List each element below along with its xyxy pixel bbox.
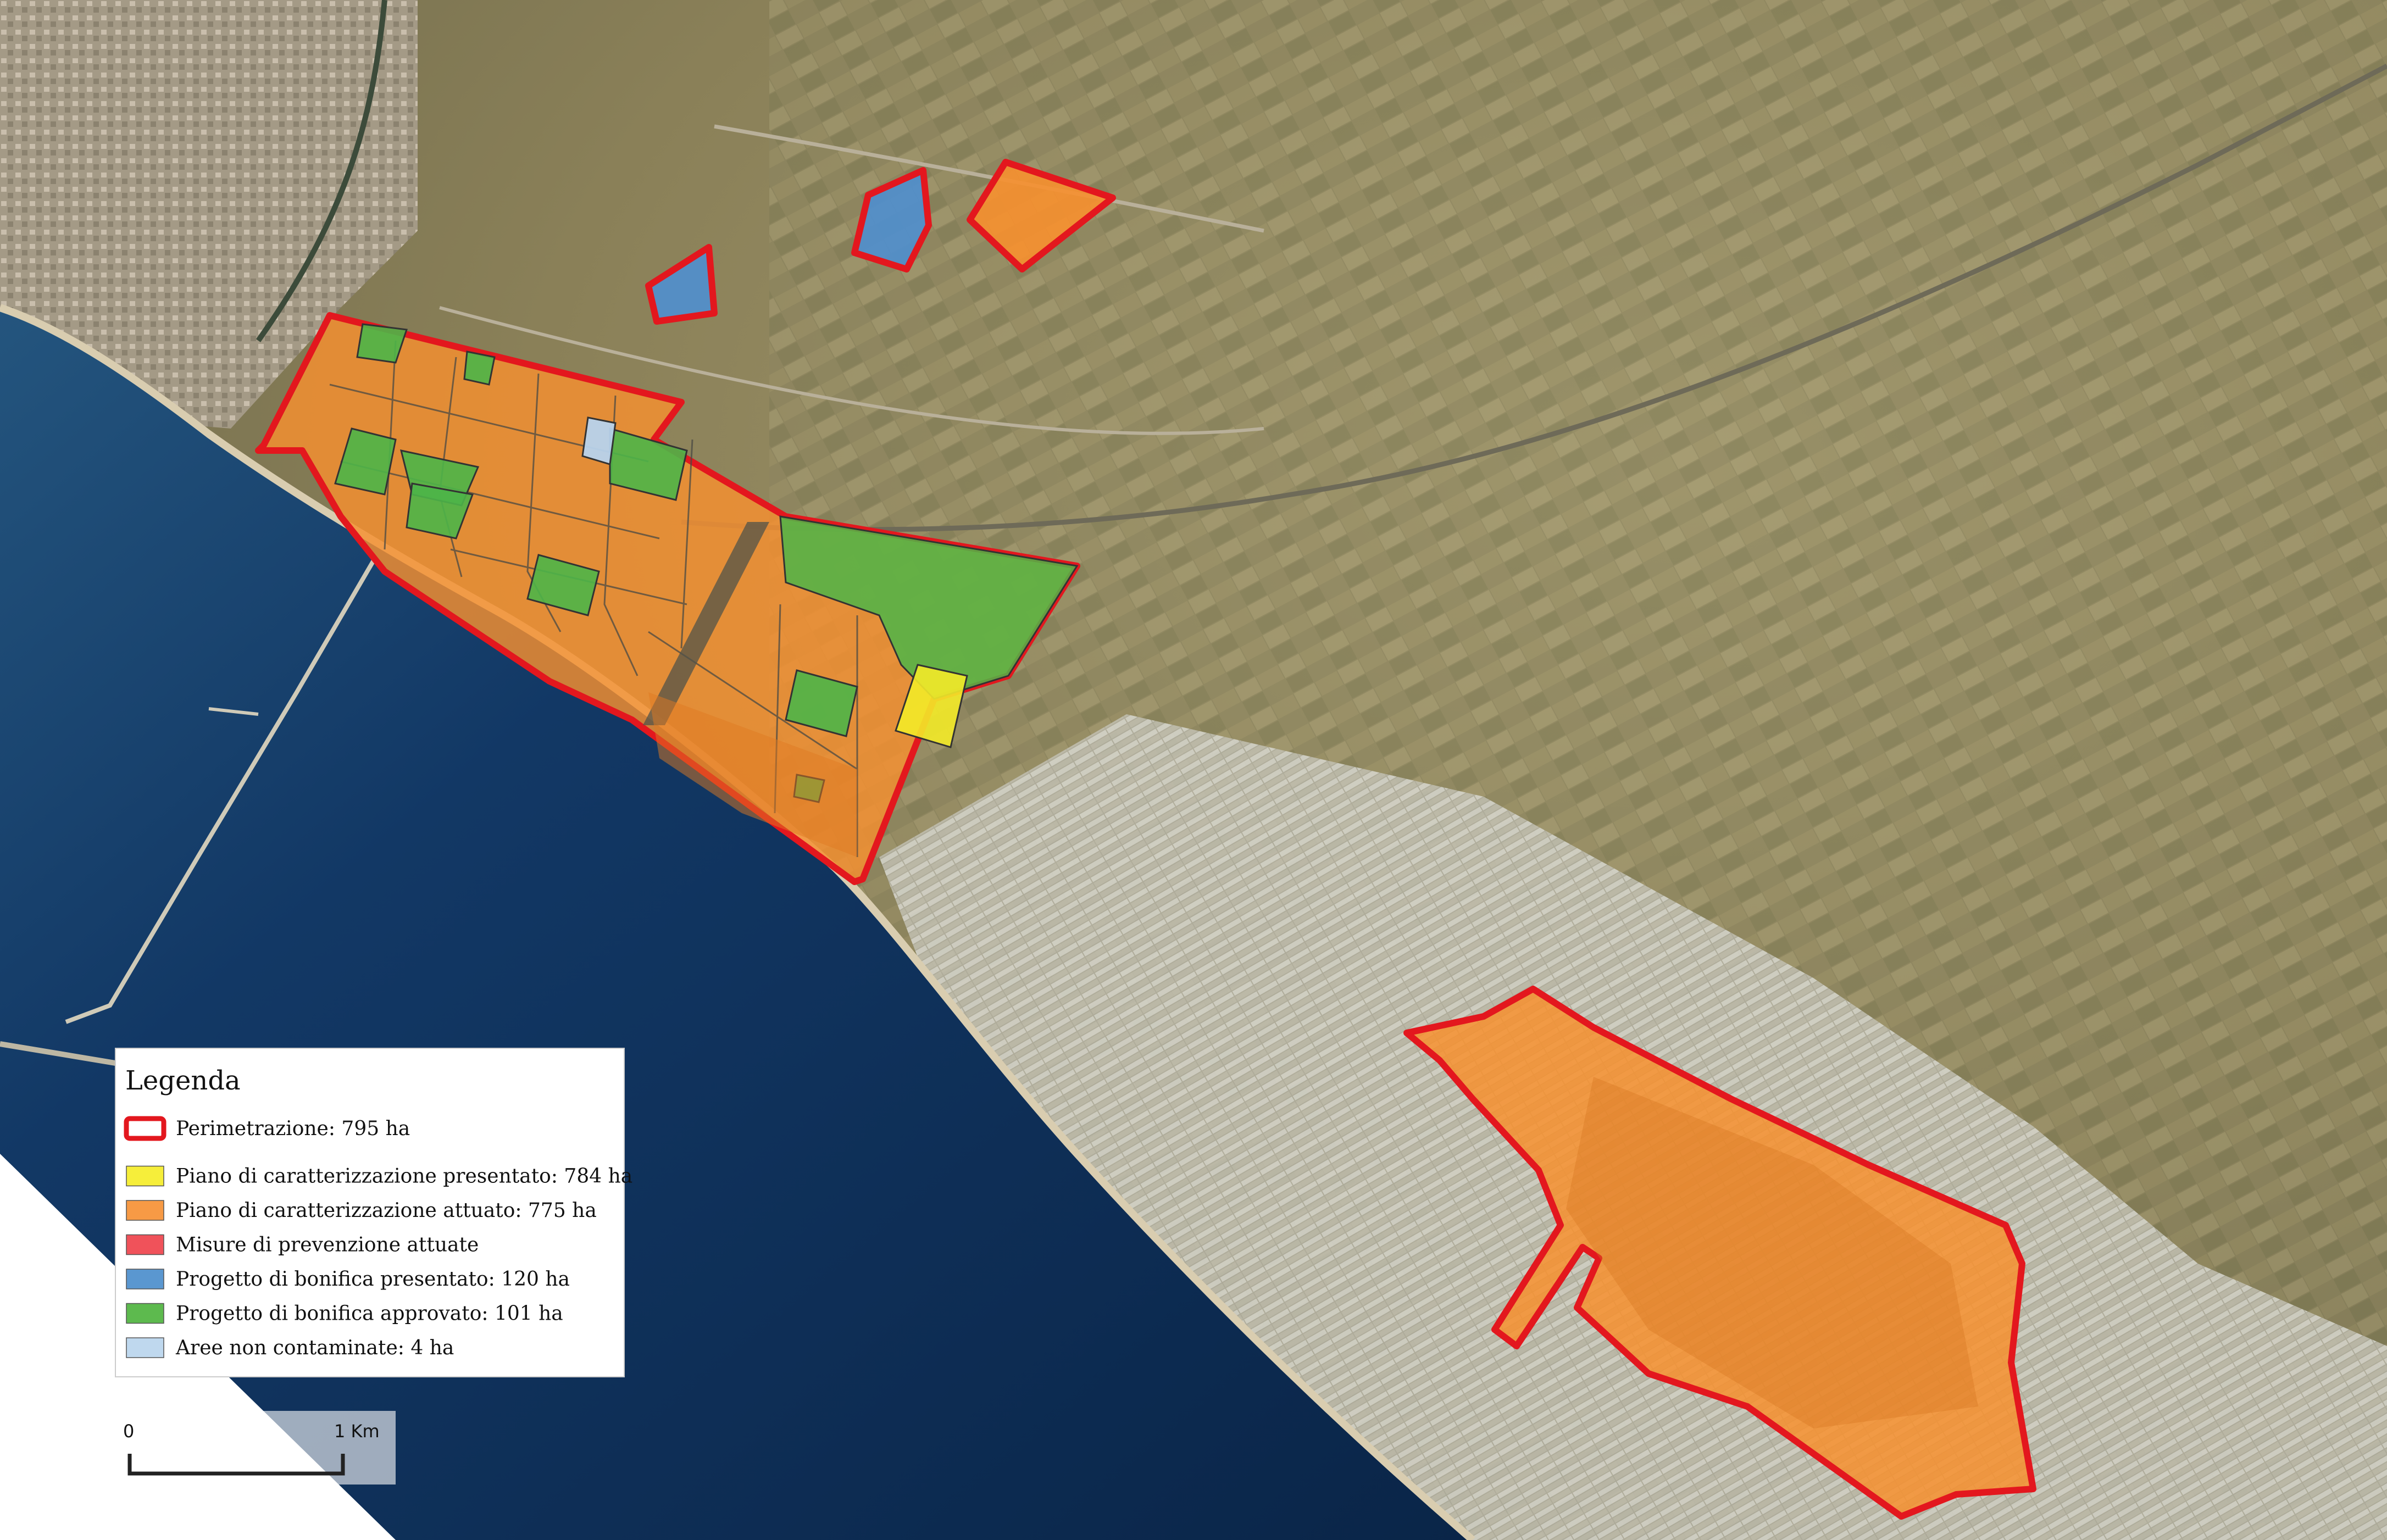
parcel-shading — [1566, 1077, 1978, 1428]
zone-remediation-approved — [334, 427, 397, 496]
parcel-characterization-done-large — [1403, 986, 2036, 1520]
zone-remediation-approved — [785, 669, 858, 737]
legend-label: Perimetrazione: 795 ha — [176, 1118, 410, 1140]
legend-title: Legenda — [125, 1065, 241, 1096]
legend-swatch — [126, 1165, 164, 1187]
legend-swatch — [126, 1303, 164, 1324]
zone-characterization-presented — [895, 664, 968, 748]
industrial-site — [255, 312, 1080, 885]
zone-remediation-approved — [526, 554, 600, 616]
scale-bar-start-label: 0 — [123, 1421, 134, 1442]
river — [256, 0, 387, 342]
legend-swatch — [126, 1234, 164, 1255]
legend-label: Aree non contaminate: 4 ha — [175, 1337, 454, 1359]
legend-label: Progetto di bonifica approvato: 101 ha — [176, 1303, 563, 1325]
legend-label: Piano di caratterizzazione attuato: 775 … — [176, 1199, 597, 1222]
pier-head — [208, 707, 259, 716]
legend: Legenda Perimetrazione: 795 ha Piano di c… — [115, 1048, 632, 1377]
breakwater — [0, 1041, 132, 1069]
urban-area — [0, 0, 418, 429]
zone-remediation-approved — [356, 323, 408, 364]
zone-characterization-done — [648, 692, 857, 857]
zone-remediation-approved — [463, 351, 496, 386]
zone-remediation-approved — [406, 482, 474, 540]
zone-remediation-approved — [609, 427, 688, 501]
legend-swatch — [126, 1200, 164, 1221]
perimeter-main — [255, 312, 1080, 885]
road — [439, 306, 1264, 435]
legend-label: Misure di prevenzione attuate — [176, 1234, 479, 1257]
zone-uncontaminated — [581, 416, 617, 465]
legend-label: Piano di caratterizzazione presentato: 7… — [176, 1165, 632, 1188]
railway — [681, 64, 2387, 532]
legend-swatch — [126, 1269, 164, 1289]
legend-background — [115, 1048, 625, 1377]
scale-bar: 0 1 Km — [116, 1411, 396, 1485]
scale-bar-line — [127, 1454, 345, 1476]
parcel-remediation-presented — [851, 167, 932, 273]
parcel-remediation-presented — [645, 244, 718, 325]
scale-bar-end-label: 1 Km — [334, 1421, 380, 1442]
legend-swatch — [126, 1337, 164, 1358]
road-strip — [643, 522, 769, 725]
legend-label: Progetto di bonifica presentato: 120 ha — [176, 1268, 570, 1291]
pier — [65, 559, 376, 1024]
legend-swatch — [124, 1116, 166, 1141]
parcel-characterization-done — [967, 159, 1116, 273]
